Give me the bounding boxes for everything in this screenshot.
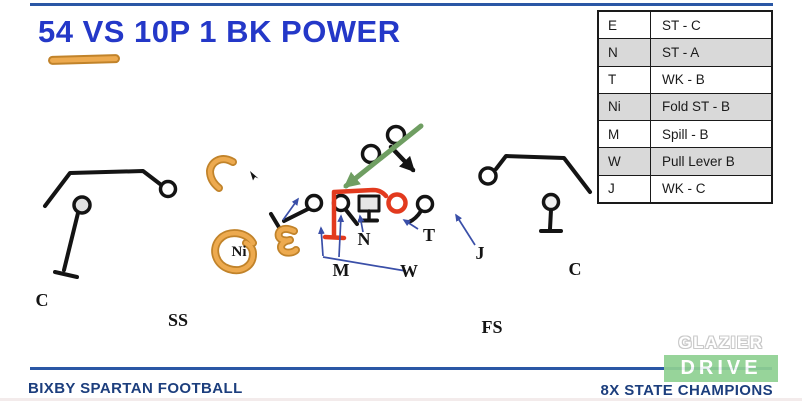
right-receiver-route [494, 154, 592, 194]
drive-logo-band: DRIVE [664, 355, 778, 382]
table-row: J WK - C [599, 175, 771, 202]
defender-label-ni: Ni [231, 244, 247, 260]
pull-path-block-bar [322, 234, 347, 241]
n-fit-arrow [357, 214, 365, 233]
position-cell: E [599, 12, 651, 39]
defender-label-corner-left: C [35, 290, 49, 310]
defender-label-w: W [400, 261, 418, 281]
pulling-guard-red-circle [386, 192, 408, 214]
left-tackle-circle [304, 193, 324, 213]
bottom-divider-line [30, 367, 772, 370]
quarterback-circle [360, 143, 382, 165]
left-corner-block-bar [53, 270, 79, 279]
t-fit-arrow [402, 219, 419, 230]
position-cell: M [599, 121, 651, 148]
position-cell: N [599, 39, 651, 66]
team-name: BIXBY SPARTAN FOOTBALL [28, 380, 243, 397]
defender-label-fs: FS [481, 317, 503, 337]
assignment-cell: ST - C [662, 17, 701, 33]
bottom-edge-strip [0, 398, 802, 401]
table-row: W Pull Lever B [599, 148, 771, 176]
right-corner-stem [548, 208, 553, 231]
left-tackle-block-bar [269, 212, 282, 231]
assignment-cell: WK - B [662, 72, 705, 88]
ni-fit-arrow [282, 197, 299, 221]
w-label-connector [322, 256, 407, 272]
runningback-path-arrow [388, 144, 416, 173]
defender-label-t: T [422, 225, 436, 245]
defender-label-ss: SS [167, 310, 189, 330]
left-guard-block [344, 208, 359, 226]
position-cell: J [599, 175, 651, 202]
glazier-logo-text: GLAZIER [678, 333, 764, 352]
left-corner-stem [62, 211, 80, 272]
assignment-cell: WK - C [662, 181, 706, 197]
right-tackle-circle [415, 194, 435, 214]
assignment-cell: Pull Lever B [651, 148, 771, 175]
right-corner-circle [541, 192, 561, 212]
defender-label-m: M [332, 260, 350, 280]
left-receiver-route [43, 169, 162, 208]
position-cell: W [599, 148, 651, 175]
left-corner-circle [72, 195, 92, 215]
glazier-drive-logo: GLAZIER DRIVE [664, 333, 778, 382]
pull-path-red [331, 187, 389, 239]
table-row: E ST - C [599, 12, 771, 40]
drive-logo-text: DRIVE [680, 357, 762, 379]
table-row: N ST - A [599, 39, 771, 67]
assignment-cell: Fold ST - B [651, 93, 771, 121]
position-cell: Ni [599, 93, 651, 121]
handoff-arrow-green [343, 123, 424, 189]
top-divider-line [30, 3, 773, 6]
center-square [357, 194, 381, 213]
slide-title: 54 VS 10P 1 BK POWER [38, 14, 401, 49]
left-receiver-circle [158, 179, 178, 199]
defender-label-corner-right: C [568, 259, 582, 279]
assignment-cell: Spill - B [662, 126, 709, 142]
assignment-cell: ST - A [651, 39, 771, 66]
champions-banner: 8X STATE CHAMPIONS [600, 382, 773, 399]
w-fit-arrow [337, 214, 345, 258]
table-row: Ni Fold ST - B [599, 93, 771, 122]
mouse-cursor [250, 171, 259, 181]
j-fit-arrow [455, 213, 476, 246]
table-row: M Spill - B [599, 121, 771, 149]
right-receiver-circle [478, 166, 498, 186]
left-tackle-block [282, 207, 310, 223]
assignment-table: E ST - C N ST - A T WK - B Ni Fold ST - … [597, 10, 773, 204]
defender-label-n: N [357, 229, 371, 249]
defender-label-j: J [475, 243, 485, 263]
table-row: T WK - B [599, 66, 771, 94]
position-cell: T [599, 66, 651, 93]
right-tackle-block [407, 209, 423, 224]
m-fit-arrow [318, 226, 325, 257]
